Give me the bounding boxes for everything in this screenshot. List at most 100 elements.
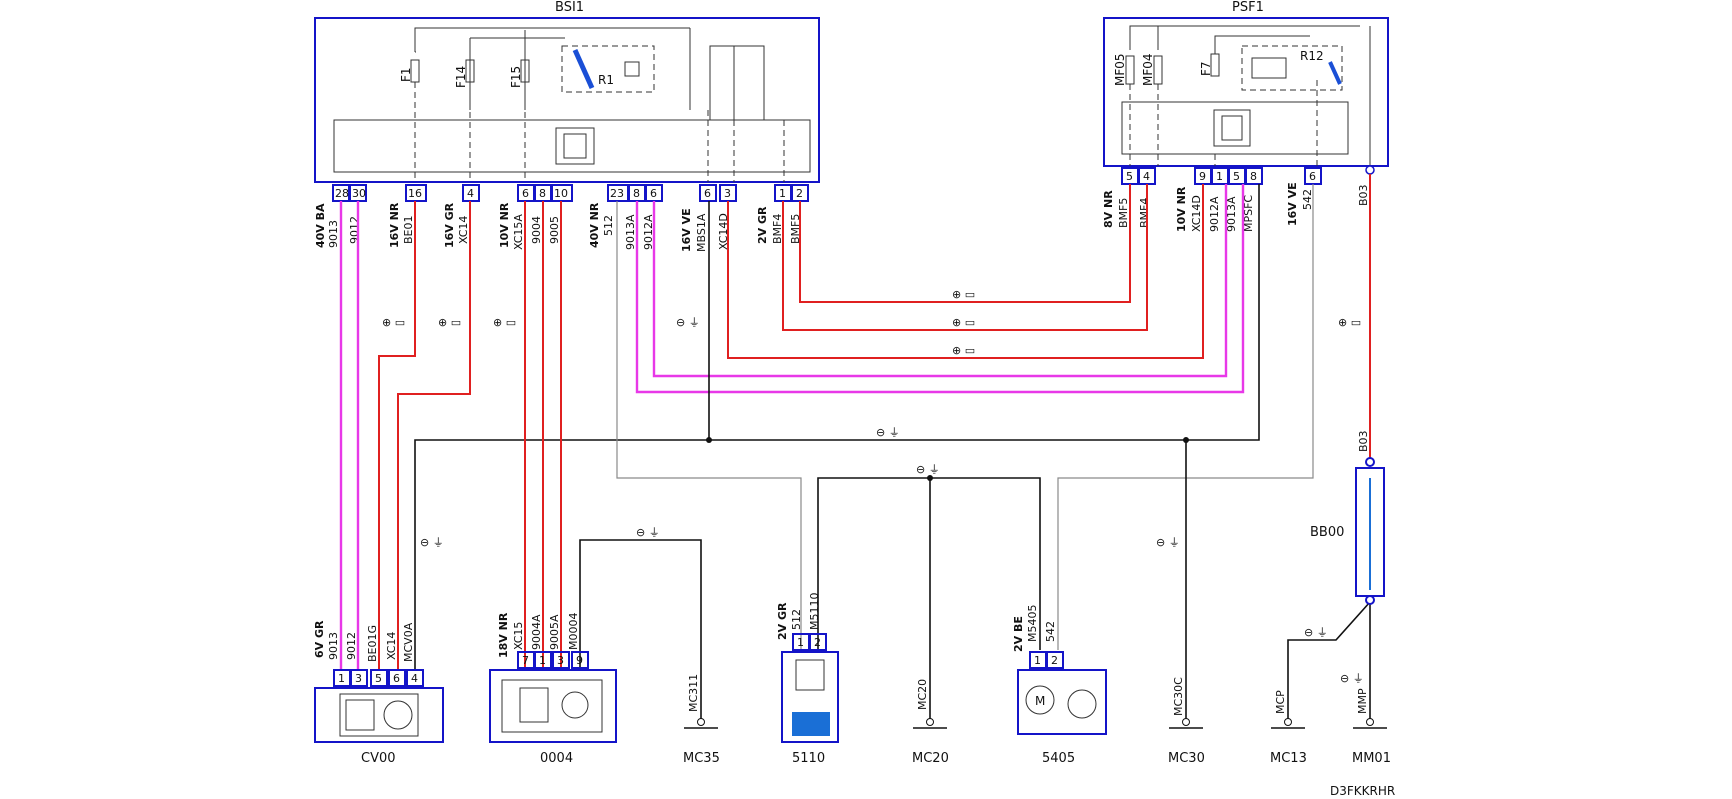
bsi-pin: 16 bbox=[408, 187, 422, 200]
component-bb00[interactable]: B03 BB00 bbox=[1310, 430, 1385, 605]
svg-text:6: 6 bbox=[1309, 170, 1316, 183]
fuse-f1-label: F1 bbox=[399, 67, 413, 82]
relay-r1-label: R1 bbox=[598, 73, 614, 87]
fuse-mf04 bbox=[1153, 55, 1163, 85]
svg-text:16V VE: 16V VE bbox=[1286, 182, 1299, 226]
svg-text:1: 1 bbox=[1216, 170, 1223, 183]
gauge-icon bbox=[1067, 689, 1097, 719]
svg-text:1: 1 bbox=[539, 654, 546, 667]
svg-text:18V NR: 18V NR bbox=[497, 612, 510, 658]
svg-text:542: 542 bbox=[1301, 189, 1314, 210]
bsi-pin-row: 28 30 16 4 6 8 10 23 8 6 6 3 1 2 bbox=[332, 184, 809, 202]
svg-text:M5110: M5110 bbox=[808, 593, 821, 631]
battery-icon: ⊕ ▭ bbox=[1338, 316, 1361, 329]
svg-text:BMF5: BMF5 bbox=[789, 214, 802, 244]
ground-icon: ⊖ ⏚ bbox=[1340, 672, 1364, 685]
ground-icon: ⊖ ⏚ bbox=[1156, 536, 1180, 549]
svg-text:XC14D: XC14D bbox=[1190, 195, 1203, 232]
svg-text:512: 512 bbox=[790, 609, 803, 630]
reference-code: D3FKKRHR bbox=[1330, 784, 1395, 798]
psf-unit[interactable]: PSF1 MF05 MF04 F7 R12 bbox=[1103, 0, 1389, 175]
ground-icon: ⊖ ⏚ bbox=[916, 463, 940, 476]
svg-text:XC14: XC14 bbox=[457, 216, 470, 244]
0004-body bbox=[489, 669, 617, 743]
component-0004[interactable]: 18V NR XC15 9004A 9005A M0004 7 1 3 9 00… bbox=[489, 612, 617, 766]
svg-text:8: 8 bbox=[1250, 170, 1257, 183]
cv00-name: CV00 bbox=[361, 751, 396, 766]
relay-r12-label: R12 bbox=[1300, 49, 1324, 63]
svg-text:7: 7 bbox=[522, 654, 529, 667]
svg-text:5: 5 bbox=[1233, 170, 1240, 183]
5110-name: 5110 bbox=[792, 751, 825, 766]
bsi-pin: 28 bbox=[335, 187, 349, 200]
bsi-pin: 10 bbox=[554, 187, 568, 200]
svg-text:B03: B03 bbox=[1357, 184, 1370, 206]
svg-text:F7: F7 bbox=[1199, 61, 1213, 76]
svg-text:1: 1 bbox=[797, 636, 804, 649]
fuse-f15-label: F15 bbox=[509, 66, 523, 88]
svg-text:MPSFC: MPSFC bbox=[1242, 195, 1255, 232]
svg-text:BMF4: BMF4 bbox=[771, 214, 784, 244]
bsi-pin: 4 bbox=[467, 187, 474, 200]
bsi-pin: 6 bbox=[522, 187, 529, 200]
bsi-chip-icon bbox=[555, 127, 595, 165]
5405-body bbox=[1017, 669, 1107, 735]
svg-text:9: 9 bbox=[576, 654, 583, 667]
ground-mc30: MC30C MC30 bbox=[1168, 677, 1205, 766]
svg-text:9012: 9012 bbox=[345, 632, 358, 660]
svg-text:4: 4 bbox=[411, 672, 418, 685]
svg-text:MCV0A: MCV0A bbox=[402, 622, 415, 662]
svg-text:9013A: 9013A bbox=[1225, 196, 1238, 232]
svg-text:9013: 9013 bbox=[327, 220, 340, 248]
svg-text:16V GR: 16V GR bbox=[443, 202, 456, 248]
svg-text:9005A: 9005A bbox=[548, 614, 561, 650]
svg-text:9012A: 9012A bbox=[1208, 196, 1221, 232]
chip-icon bbox=[519, 687, 549, 723]
svg-text:XC15A: XC15A bbox=[512, 214, 525, 250]
battery-icon: ⊕ ▭ bbox=[952, 316, 975, 329]
ground-icon: ⊖ ⏚ bbox=[636, 526, 660, 539]
svg-text:8V NR: 8V NR bbox=[1102, 190, 1115, 228]
water-tank-icon bbox=[792, 712, 830, 736]
svg-text:M0004: M0004 bbox=[567, 613, 580, 651]
svg-text:4: 4 bbox=[1143, 170, 1150, 183]
bsi-unit[interactable]: BSI1 F1 F14 F15 R1 bbox=[314, 0, 820, 183]
svg-text:MBS1A: MBS1A bbox=[695, 213, 708, 252]
bsi-title: BSI1 bbox=[555, 0, 584, 15]
bsi-pin: 6 bbox=[704, 187, 711, 200]
fuse-f14-label: F14 bbox=[454, 66, 468, 88]
cv00-body bbox=[314, 687, 444, 743]
bb00-name: BB00 bbox=[1310, 525, 1344, 540]
component-cv00[interactable]: 6V GR 9013 9012 BE01G XC14 MCV0A 1 3 5 6… bbox=[313, 620, 444, 766]
svg-text:9012A: 9012A bbox=[642, 214, 655, 250]
svg-text:MM01: MM01 bbox=[1352, 751, 1391, 766]
svg-text:40V BA: 40V BA bbox=[314, 203, 327, 248]
chip-icon bbox=[345, 699, 375, 731]
svg-text:16V VE: 16V VE bbox=[680, 208, 693, 252]
component-5405[interactable]: 2V BE M5405 542 1 2 M 5405 bbox=[1012, 605, 1107, 767]
svg-text:16V NR: 16V NR bbox=[388, 202, 401, 248]
svg-text:M: M bbox=[1035, 694, 1045, 708]
svg-text:BE01: BE01 bbox=[402, 216, 415, 245]
svg-text:3: 3 bbox=[355, 672, 362, 685]
fuse-mf05 bbox=[1125, 55, 1135, 85]
svg-text:MCP: MCP bbox=[1274, 690, 1287, 714]
ground-mm01: MMP MM01 bbox=[1352, 688, 1391, 766]
bsi-pin: 8 bbox=[539, 187, 546, 200]
5110-body bbox=[781, 651, 839, 743]
svg-text:MC13: MC13 bbox=[1270, 751, 1307, 766]
svg-text:MC311: MC311 bbox=[687, 674, 700, 712]
relay-r12 bbox=[1241, 45, 1343, 91]
svg-text:542: 542 bbox=[1044, 621, 1057, 642]
battery-icon: ⊕ ▭ bbox=[952, 344, 975, 357]
svg-text:MF04: MF04 bbox=[1141, 53, 1155, 86]
svg-text:MC20: MC20 bbox=[912, 751, 949, 766]
svg-text:XC15: XC15 bbox=[512, 622, 525, 650]
battery-icon: ⊕ ▭ bbox=[952, 288, 975, 301]
psf-wire-labels: 8V NR BMF5 BMF4 10V NR XC14D 9012A 9013A… bbox=[1102, 182, 1370, 232]
svg-text:9013A: 9013A bbox=[624, 214, 637, 250]
svg-text:2V GR: 2V GR bbox=[776, 602, 789, 640]
svg-text:2V GR: 2V GR bbox=[756, 206, 769, 244]
component-5110[interactable]: 2V GR 512 M5110 1 2 5110 bbox=[776, 593, 839, 767]
